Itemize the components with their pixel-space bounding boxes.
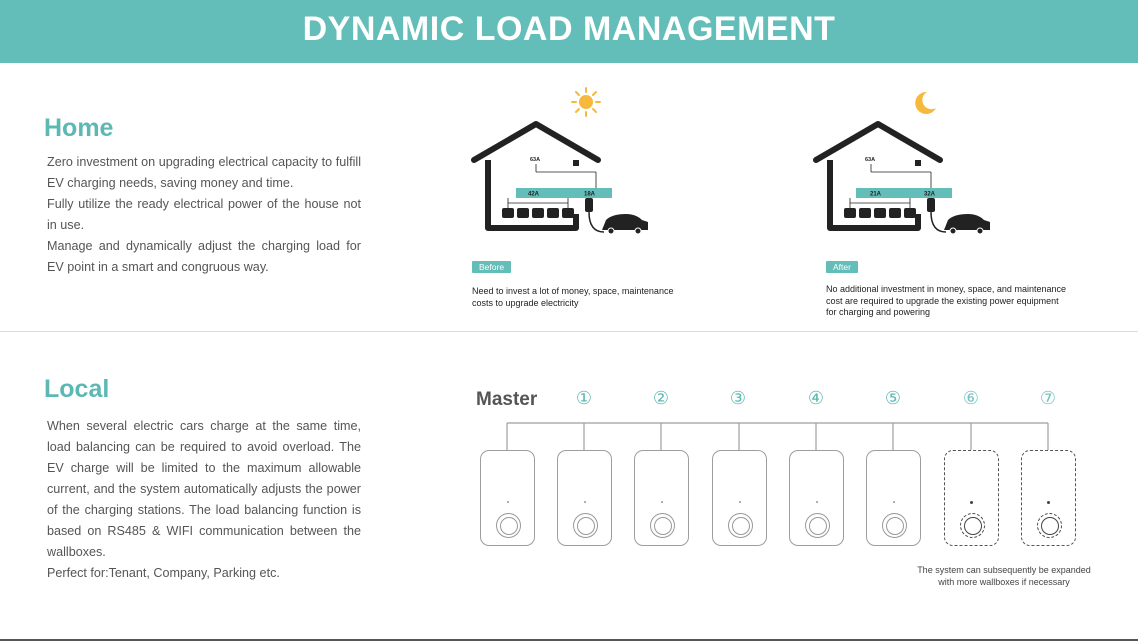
wallbox-number-5: ⑤: [884, 388, 902, 409]
moon-icon: [915, 91, 936, 114]
wallbox-master: [480, 450, 535, 546]
wallbox-3: [712, 450, 767, 546]
wallbox-5: [866, 450, 921, 546]
wallbox-number-2: ②: [652, 388, 670, 409]
master-label: Master: [476, 389, 538, 410]
before-main-current: 63A: [530, 157, 540, 163]
wallbox-2: [634, 450, 689, 546]
wallbox-6-expandable: [944, 450, 999, 546]
after-main-current: 63A: [865, 157, 875, 163]
home-description: Zero investment on upgrading electrical …: [47, 152, 361, 278]
bottom-border: [0, 639, 1138, 641]
before-caption: Need to invest a lot of money, space, ma…: [472, 286, 674, 308]
wallbox-number-1: ①: [575, 388, 593, 409]
connection-lines: [506, 422, 1049, 450]
wallbox-number-7: ⑦: [1039, 388, 1057, 409]
before-ev-current: 18A: [584, 192, 596, 198]
header-banner: DYNAMIC LOAD MANAGEMENT: [0, 0, 1138, 63]
after-house-current: 21A: [870, 192, 882, 198]
before-house-current: 42A: [528, 192, 540, 198]
before-badge: Before: [472, 261, 512, 273]
after-badge: After: [826, 261, 858, 273]
home-section-title: Home: [44, 114, 114, 142]
wallbox-4: [789, 450, 844, 546]
wallbox-7-expandable: [1021, 450, 1076, 546]
local-section-title: Local: [44, 375, 110, 403]
after-caption: No additional investment in money, space…: [826, 284, 1066, 317]
home-paragraph-2: Fully utilize the ready electrical power…: [47, 197, 361, 232]
house-after-illustration: 63A 21A 32A: [813, 91, 990, 235]
section-divider: [0, 331, 1138, 332]
page-title: DYNAMIC LOAD MANAGEMENT: [302, 10, 836, 48]
expansion-note: The system can subsequently be expanded …: [917, 565, 1091, 587]
wallbox-1: [557, 450, 612, 546]
local-paragraph-2: Perfect for:Tenant, Company, Parking etc…: [47, 566, 280, 580]
sun-icon: [571, 87, 601, 117]
house-before-illustration: 63A 42A 18A: [471, 87, 648, 235]
local-paragraph-1: When several electric cars charge at the…: [47, 419, 361, 559]
local-description: When several electric cars charge at the…: [47, 416, 361, 584]
wallbox-number-4: ④: [807, 388, 825, 409]
home-paragraph-3: Manage and dynamically adjust the chargi…: [47, 239, 361, 274]
wallbox-number-6: ⑥: [962, 388, 980, 409]
wallbox-number-3: ③: [729, 388, 747, 409]
after-ev-current: 32A: [924, 192, 936, 198]
home-paragraph-1: Zero investment on upgrading electrical …: [47, 155, 361, 190]
